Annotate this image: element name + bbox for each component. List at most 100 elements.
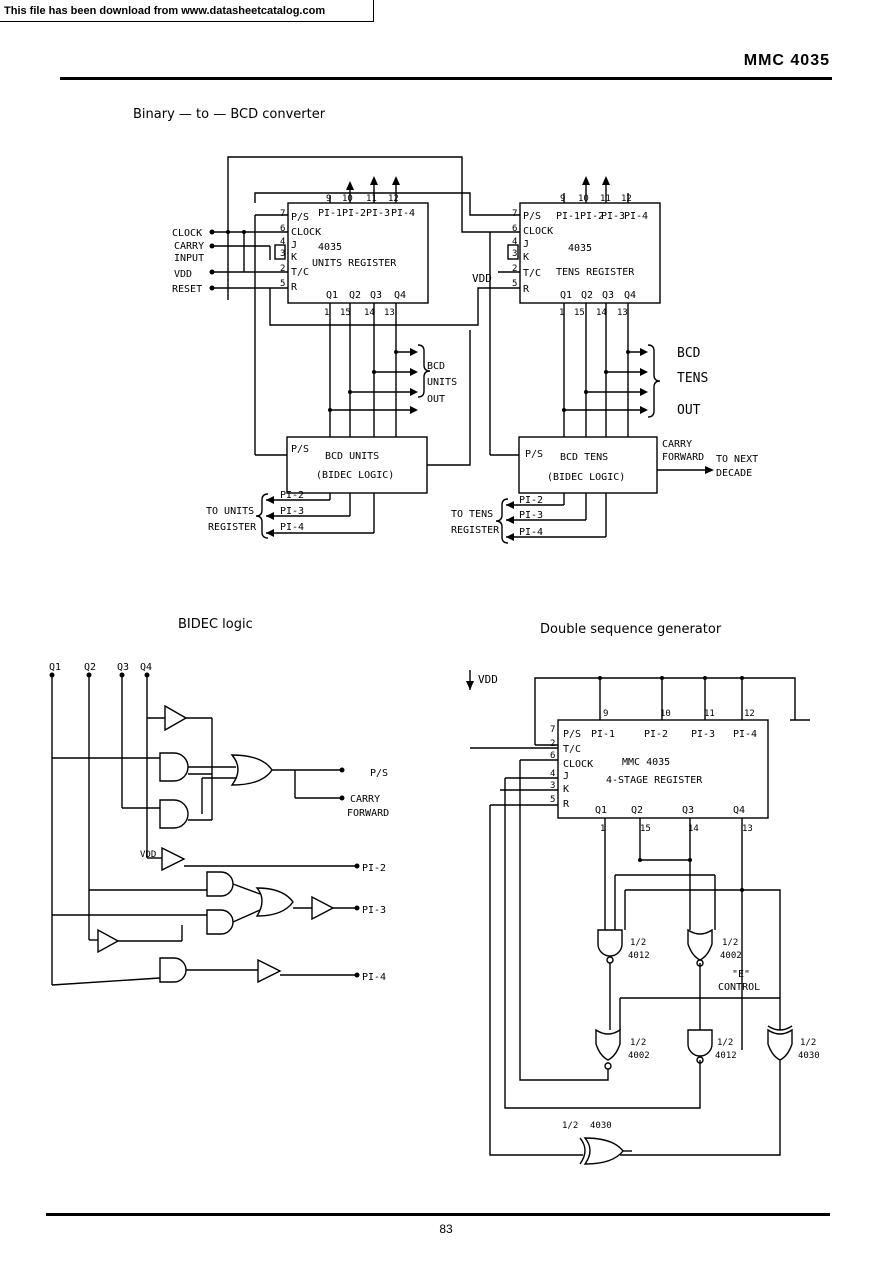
seq-pin-pi1: PI-1 [591, 729, 615, 740]
to-units-1: TO UNITS [206, 506, 254, 517]
seq-pin-ps: P/S [563, 729, 581, 740]
next-decade-2: DECADE [716, 468, 752, 479]
tens-logic-ps: P/S [525, 449, 543, 460]
tens-pin-num-9: 9 [560, 194, 565, 204]
units-pin-r: R [291, 282, 298, 293]
seq-pin-num-6: 6 [550, 751, 555, 761]
units-register-name: UNITS REGISTER [312, 258, 397, 269]
seq-pin-pi3: PI-3 [691, 729, 715, 740]
tens-pin-q4: Q4 [624, 290, 636, 301]
tens-vdd-label: VDD [472, 272, 492, 285]
seq-pin-q3: Q3 [682, 805, 694, 816]
bcd-units-out-3: OUT [427, 394, 445, 405]
input-reset: RESET [172, 284, 202, 295]
tens-pin-pi1: PI-1 [556, 211, 580, 222]
tens-pin-num-13: 13 [617, 308, 628, 318]
units-pin-q4: Q4 [394, 290, 406, 301]
seq-pin-num-13: 13 [742, 824, 753, 834]
tens-pin-num-7: 7 [512, 209, 517, 219]
units-pin-num-15: 15 [340, 308, 351, 318]
gate-label-6b: 4030 [590, 1121, 612, 1131]
tens-logic-line1: BCD TENS [560, 452, 608, 463]
seq-pin-num-5: 5 [550, 795, 555, 805]
bidec-out-pi2: PI-2 [362, 863, 386, 874]
bidec-vdd: VDD [140, 850, 156, 860]
seq-pin-q4: Q4 [733, 805, 745, 816]
input-input: INPUT [174, 253, 204, 264]
tens-pin-pi3: PI-3 [601, 211, 625, 222]
bidec-q4: Q4 [140, 662, 152, 673]
units-pin-pi3: PI-3 [366, 208, 390, 219]
tens-pin-num-11: 11 [600, 194, 611, 204]
bcd-tens-out-2: TENS [677, 371, 708, 386]
bidec-out-forward: FORWARD [347, 808, 389, 819]
seq-pin-k: K [563, 784, 569, 795]
seq-chip-line2: 4-STAGE REGISTER [606, 775, 703, 786]
tens-chip-number: 4035 [568, 243, 592, 254]
bidec-out-pi4: PI-4 [362, 972, 386, 983]
gate-label-5b: 4030 [798, 1051, 820, 1061]
page-number: 83 [439, 1222, 453, 1236]
converter-caption: Binary — to — BCD converter [133, 107, 326, 122]
tens-pin-ps: P/S [523, 211, 541, 222]
bcd-units-out-2: UNITS [427, 377, 457, 388]
tens-pin-num-4: 4 [512, 237, 517, 247]
sequence-register-box [557, 719, 769, 819]
seq-pin-num-12: 12 [744, 709, 755, 719]
bidec-q2: Q2 [84, 662, 96, 673]
gate-label-5a: 1/2 [800, 1038, 816, 1048]
gate-label-3b: 4002 [628, 1051, 650, 1061]
units-pin-num-11: 11 [366, 194, 377, 204]
bidec-out-ps: P/S [370, 768, 388, 779]
gate-label-1a: 1/2 [630, 938, 646, 948]
tens-pin-j: J [523, 239, 529, 250]
input-carry: CARRY [174, 241, 204, 252]
gate-label-3a: 1/2 [630, 1038, 646, 1048]
carry-forward-1: CARRY [662, 439, 692, 450]
footer-rule [46, 1213, 830, 1216]
tens-pin-pi2: PI-2 [580, 211, 604, 222]
units-pi3: PI-3 [280, 506, 304, 517]
tens-pin-num-14: 14 [596, 308, 607, 318]
units-pin-num-10: 10 [342, 194, 353, 204]
tens-register-name: TENS REGISTER [556, 267, 635, 278]
seq-pin-q2: Q2 [631, 805, 643, 816]
tens-pin-k: K [523, 252, 529, 263]
tens-pi3: PI-3 [519, 510, 543, 521]
tens-pi2: PI-2 [519, 495, 543, 506]
tens-pin-num-1: 1 [559, 308, 564, 318]
units-logic-ps: P/S [291, 444, 309, 455]
seq-pin-r: R [563, 799, 570, 810]
units-pin-num-14: 14 [364, 308, 375, 318]
tens-pin-num-3: 3 [512, 249, 517, 259]
gate-label-2a: 1/2 [722, 938, 738, 948]
seq-pin-q1: Q1 [595, 805, 607, 816]
bcd-tens-out-3: OUT [677, 403, 701, 418]
gate-label-4a: 1/2 [717, 1038, 733, 1048]
tens-pin-clock: CLOCK [523, 226, 553, 237]
to-units-2: REGISTER [208, 522, 257, 533]
control-label-1: "E" [732, 969, 750, 980]
units-pin-num-13: 13 [384, 308, 395, 318]
seq-pin-pi4: PI-4 [733, 729, 757, 740]
seq-pin-num-1: 1 [600, 824, 605, 834]
units-pin-pi2: PI-2 [342, 208, 366, 219]
header-rule [60, 77, 832, 80]
units-pin-num-12: 12 [388, 194, 399, 204]
to-tens-2: REGISTER [451, 525, 500, 536]
gate-label-2b: 4002 [720, 951, 742, 961]
seq-pin-num-7: 7 [550, 725, 555, 735]
next-decade-1: TO NEXT [716, 454, 758, 465]
tens-pin-num-2: 2 [512, 264, 517, 274]
units-pin-num-3: 3 [280, 249, 285, 259]
units-pin-q3: Q3 [370, 290, 382, 301]
tens-pin-r: R [523, 284, 530, 295]
units-pin-k: K [291, 252, 297, 263]
bidec-out-carry: CARRY [350, 794, 380, 805]
tens-pi4: PI-4 [519, 527, 543, 538]
tens-pin-q3: Q3 [602, 290, 614, 301]
tens-pin-tc: T/C [523, 268, 541, 279]
gate-label-6a: 1/2 [562, 1121, 578, 1131]
tens-pin-q1: Q1 [560, 290, 572, 301]
bcd-units-out-1: BCD [427, 361, 445, 372]
